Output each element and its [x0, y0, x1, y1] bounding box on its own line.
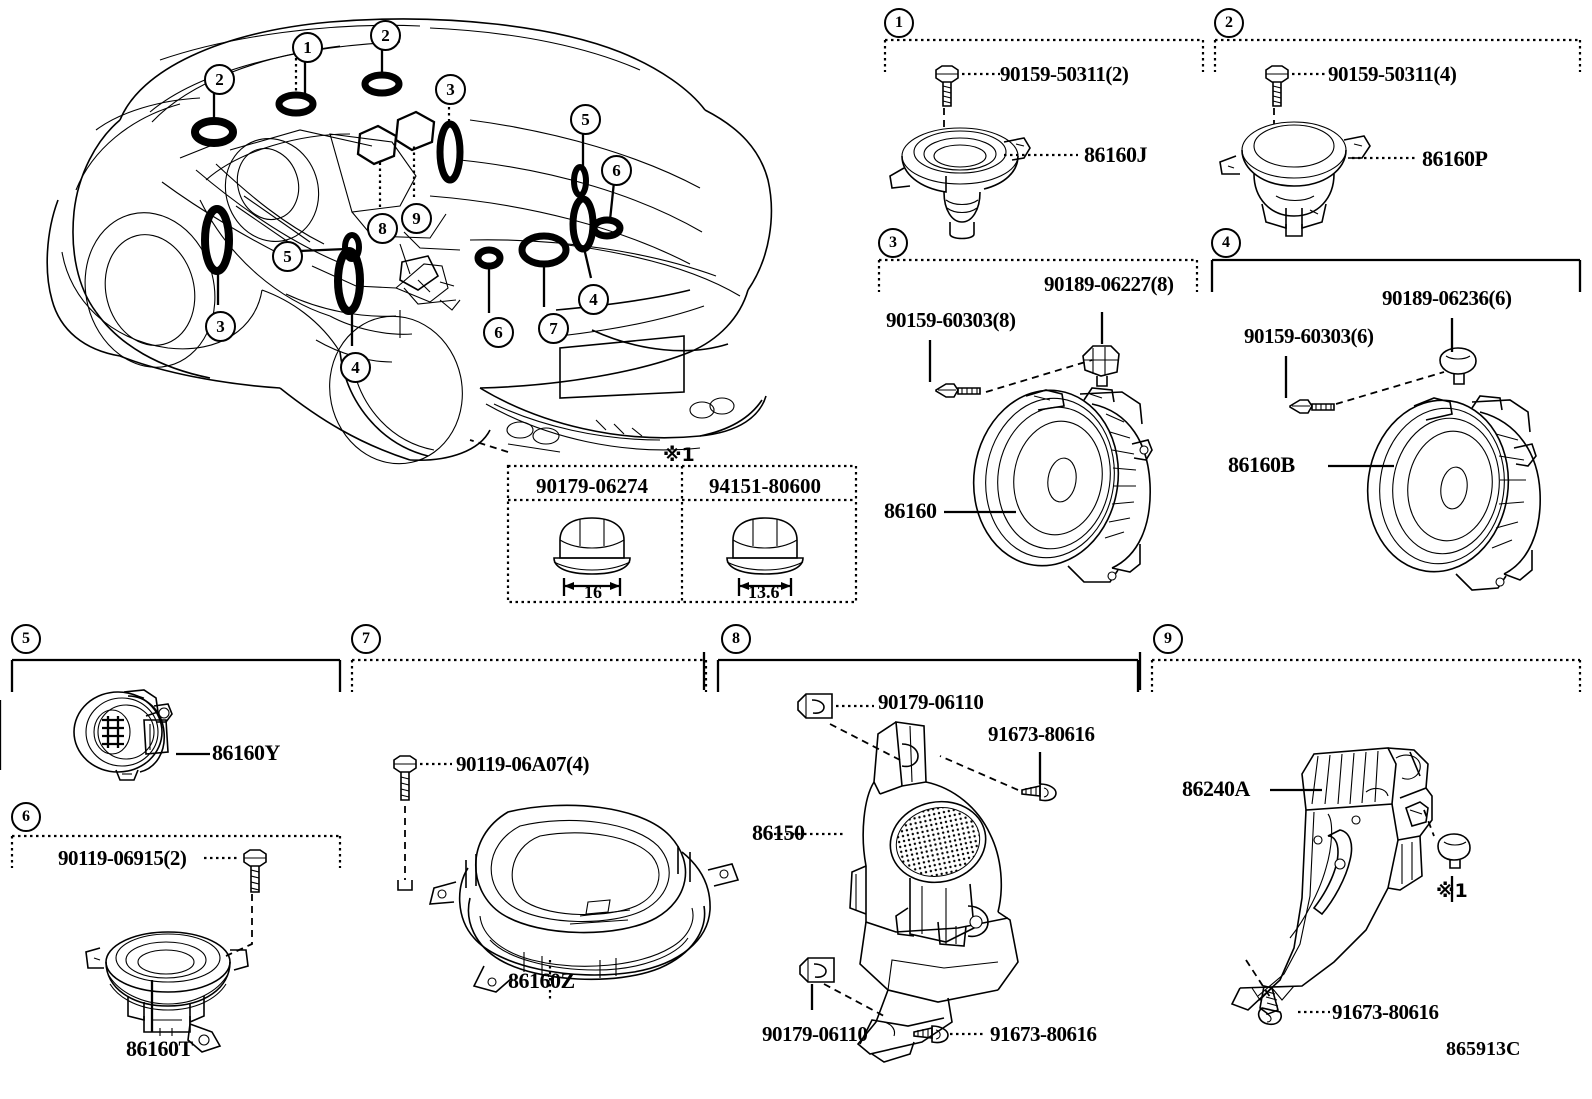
part-label-86160B[interactable]: 86160B: [1228, 452, 1295, 477]
section-badge-8[interactable]: 8: [721, 624, 751, 654]
callout-circle[interactable]: 2: [204, 64, 235, 95]
part-label-86160P[interactable]: 86160P: [1422, 146, 1488, 171]
part-label-90159-60303-8[interactable]: 90159-60303(8): [886, 308, 1016, 332]
section-3-art: [928, 312, 1153, 583]
part-label-86160[interactable]: 86160: [884, 498, 937, 523]
section-badge-3[interactable]: 3: [878, 228, 908, 258]
section-4-art: [1284, 318, 1541, 591]
part-label-90189-06236-6[interactable]: 90189-06236(6): [1382, 286, 1512, 310]
nut-table-dimension-1: 16: [584, 582, 602, 602]
part-label-86150[interactable]: 86150: [752, 820, 805, 845]
section-brackets: [0, 38, 1582, 868]
section-badge-4[interactable]: 4: [1211, 228, 1241, 258]
part-label-90159-50311-2[interactable]: 90159-50311(2): [1000, 62, 1129, 86]
section-badge-5[interactable]: 5: [11, 624, 41, 654]
section-badge-9[interactable]: 9: [1153, 624, 1183, 654]
nut-spec-table-art: [469, 439, 858, 604]
callout-circle[interactable]: 4: [340, 352, 371, 383]
callout-circle[interactable]: 3: [435, 74, 466, 105]
part-label-90179-06110-bottom[interactable]: 90179-06110: [762, 1022, 868, 1046]
callout-circle[interactable]: 8: [367, 213, 398, 244]
section-1-art: [889, 65, 1078, 240]
part-label-90159-50311-4[interactable]: 90159-50311(4): [1328, 62, 1457, 86]
callout-leaders: [212, 47, 616, 346]
callout-circle[interactable]: 3: [205, 311, 236, 342]
section-badge-1[interactable]: 1: [884, 8, 914, 38]
callout-circle[interactable]: 5: [272, 241, 303, 272]
star-ref-mark-1: ※1: [1436, 880, 1468, 902]
section-badge-7[interactable]: 7: [351, 624, 381, 654]
nut-table-dimension-2: 13.6: [748, 582, 780, 602]
car-outline: [46, 18, 773, 465]
callout-circle[interactable]: 6: [601, 155, 632, 186]
section-badge-6[interactable]: 6: [11, 802, 41, 832]
section-8-art: [774, 693, 1057, 1063]
part-label-86160T[interactable]: 86160T: [126, 1036, 193, 1061]
section-2-art: [1219, 65, 1416, 237]
callout-circle[interactable]: 4: [578, 284, 609, 315]
nut-table-partno-2[interactable]: 94151-80600: [709, 474, 821, 498]
part-label-86240A[interactable]: 86240A: [1182, 776, 1250, 801]
part-label-90119-06915-2[interactable]: 90119-06915(2): [58, 846, 187, 870]
section-5-art: [73, 689, 210, 781]
callout-circle[interactable]: 1: [292, 32, 323, 63]
document-id: 865913C: [1446, 1038, 1521, 1060]
callout-circle[interactable]: 5: [570, 104, 601, 135]
section-9-art: [1230, 747, 1471, 1026]
part-label-90179-06110-top[interactable]: 90179-06110: [878, 690, 984, 714]
callout-circle[interactable]: 2: [370, 20, 401, 51]
section-badge-2[interactable]: 2: [1214, 8, 1244, 38]
speaker-location-markers: [191, 71, 624, 315]
part-label-91673-80616-top[interactable]: 91673-80616: [988, 722, 1095, 746]
callout-circle[interactable]: 9: [401, 203, 432, 234]
section-6-art: [85, 849, 267, 1053]
part-label-86160J[interactable]: 86160J: [1084, 142, 1148, 167]
part-label-86160Y[interactable]: 86160Y: [212, 740, 280, 765]
part-label-90189-06227-8[interactable]: 90189-06227(8): [1044, 272, 1174, 296]
section-7-art: [393, 755, 740, 1000]
nut-table-star-mark: ※1: [663, 444, 695, 466]
part-label-91673-80616-section9[interactable]: 91673-80616: [1332, 1000, 1439, 1024]
part-label-91673-80616-bottom[interactable]: 91673-80616: [990, 1022, 1097, 1046]
part-label-90159-60303-6[interactable]: 90159-60303(6): [1244, 324, 1374, 348]
part-label-90119-06A07-4[interactable]: 90119-06A07(4): [456, 752, 590, 776]
nut-table-partno-1[interactable]: 90179-06274: [536, 474, 648, 498]
part-label-86160Z[interactable]: 86160Z: [508, 968, 575, 993]
callout-circle[interactable]: 7: [538, 313, 569, 344]
callout-circle[interactable]: 6: [483, 317, 514, 348]
